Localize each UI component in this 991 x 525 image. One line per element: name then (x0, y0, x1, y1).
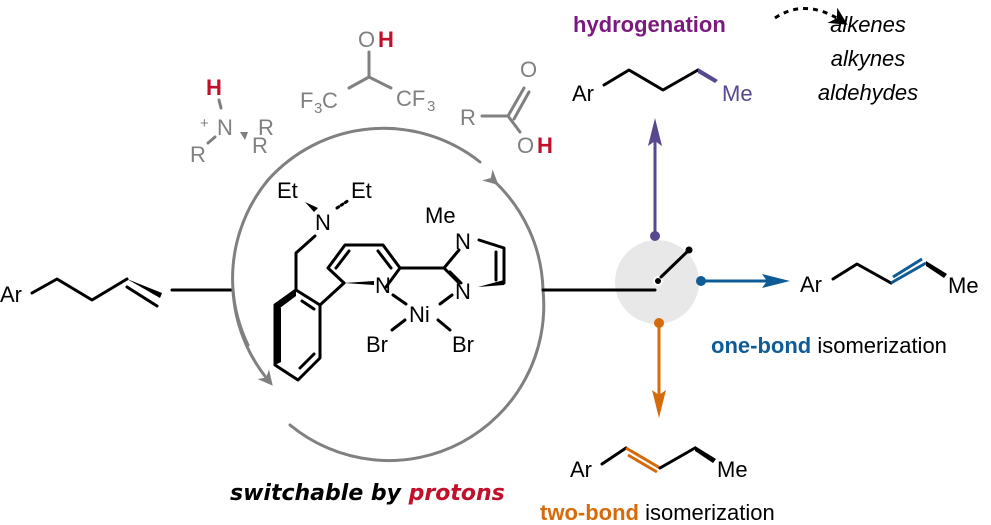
two-bond-product: Ar Me two-bond isomerization (540, 446, 775, 525)
ammonium-r1: R (258, 115, 274, 140)
acid-o-top: O (520, 57, 537, 82)
two-bond-arrow (652, 318, 666, 418)
catalyst-n-imidazole-top: N (455, 229, 471, 254)
nickel-catalyst: Et Et N N N N Me Ni (273, 178, 506, 382)
scope-alkenes: alkenes (830, 12, 906, 37)
acid-h: H (537, 133, 553, 158)
circular-arrows-icon (231, 126, 546, 462)
substrate-ar-label: Ar (0, 282, 22, 307)
acid-proton-source: R O O H (460, 57, 553, 158)
ammonium-n: N (217, 115, 233, 140)
two-bond-highlight: two-bond (540, 500, 639, 525)
two-bond-me: Me (717, 457, 748, 482)
hfip-c-left: C (322, 88, 338, 113)
hfip-o: O (358, 27, 375, 52)
switch-icon (578, 240, 699, 324)
hydrogenation-ar: Ar (572, 81, 594, 106)
catalyst-n-imidazole-bottom: N (455, 279, 471, 304)
acid-r: R (460, 105, 476, 130)
catalyst-me: Me (425, 203, 456, 228)
one-bond-caption: one-bond isomerization (711, 333, 947, 358)
caption-protons: protons (408, 481, 505, 506)
ammonium-r2: R (252, 133, 268, 158)
one-bond-highlight: one-bond (711, 333, 811, 358)
hydrogenation-label: hydrogenation (573, 12, 726, 37)
catalyst-et-2: Et (351, 178, 372, 203)
ammonium-plus: + (200, 115, 209, 132)
ammonium-r3: R (190, 142, 206, 167)
ammonium-h: H (206, 75, 222, 100)
one-bond-me: Me (948, 273, 979, 298)
dashed-curved-arrow (774, 7, 848, 25)
one-bond-ar: Ar (800, 272, 822, 297)
hfip-proton-source: O H F 3 C CF 3 (300, 27, 435, 117)
hydrogenation-product: hydrogenation Ar Me alkenes alkynes alde… (572, 7, 918, 106)
substrate-alkene: Ar (0, 277, 234, 308)
hfip-sub-left: 3 (314, 100, 322, 117)
catalyst-br-1: Br (366, 332, 388, 357)
hydrogenation-me: Me (722, 81, 753, 106)
caption-prefix: switchable by (230, 481, 409, 506)
one-bond-product: Ar Me one-bond isomerization (711, 257, 979, 358)
catalyst-n-amine: N (315, 210, 331, 235)
one-bond-arrow (696, 274, 790, 288)
hfip-sub-right: 3 (427, 98, 435, 115)
hydrogenation-arrow (648, 118, 662, 241)
two-bond-suffix: isomerization (639, 500, 775, 525)
catalyst-et-1: Et (277, 178, 298, 203)
hfip-cf-right: CF (396, 86, 425, 111)
caption-switchable: switchable by protons (230, 481, 505, 506)
hfip-f-left: F (300, 88, 313, 113)
hfip-h: H (378, 27, 394, 52)
ammonium-proton-source: H + N R R R (190, 75, 274, 167)
scope-alkynes: alkynes (831, 46, 906, 71)
catalyst-br-2: Br (452, 332, 474, 357)
catalyst-n-pyridine: N (375, 273, 391, 298)
scope-aldehydes: aldehydes (818, 80, 918, 105)
one-bond-suffix: isomerization (811, 333, 947, 358)
two-bond-ar: Ar (570, 457, 592, 482)
two-bond-caption: two-bond isomerization (540, 500, 775, 525)
catalyst-ni: Ni (409, 302, 430, 327)
acid-o: O (517, 133, 534, 158)
